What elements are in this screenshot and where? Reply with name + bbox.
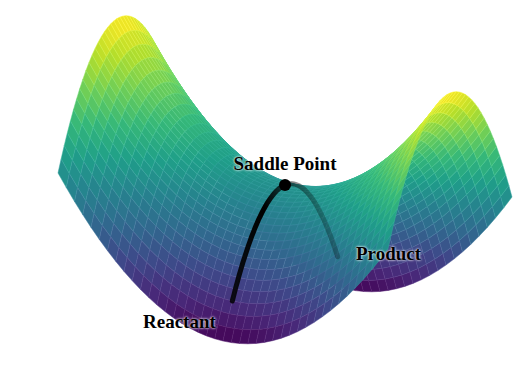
- surface-mesh: [58, 16, 512, 344]
- annotation-label: Saddle Point: [234, 154, 337, 173]
- surface-facet: [411, 131, 422, 149]
- reaction-path: [232, 184, 337, 301]
- saddle-point-dot: [279, 179, 291, 191]
- annotation-label: Reactant: [143, 312, 216, 331]
- annotation-label: Product: [356, 244, 421, 263]
